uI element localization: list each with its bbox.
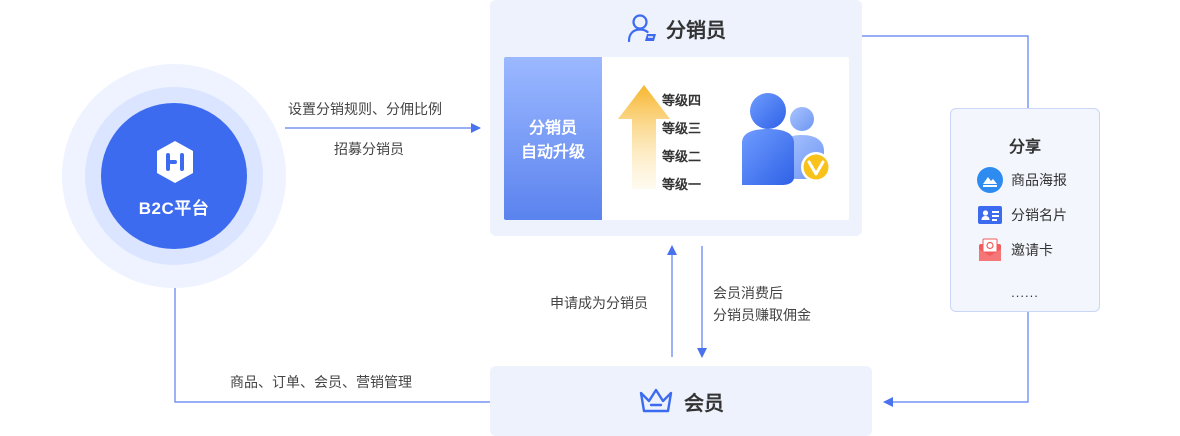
platform-logo-icon: [157, 141, 193, 183]
share-item-invite: 邀请卡: [977, 237, 1053, 263]
upgrade-arrow-icon: [618, 85, 670, 189]
crown-icon: [639, 388, 673, 413]
level-four: 等级四: [662, 93, 702, 108]
member-panel: 会员: [490, 366, 872, 436]
share-item-poster-label: 商品海报: [1011, 172, 1067, 188]
auto-upgrade-box: 分销员 自动升级: [504, 57, 602, 220]
b2c-platform-node: B2C平台: [101, 103, 247, 249]
share-item-card-label: 分销名片: [1011, 207, 1067, 223]
label-recruit: 招募分销员: [334, 141, 404, 157]
distributor-panel: 分销员 分销员 自动升级 等级四 等级三 等级二 等级一: [490, 0, 862, 236]
vip-users-illustration-icon: [742, 93, 831, 185]
share-panel: 分享 商品海报 分销名片 邀请卡 ......: [950, 108, 1100, 312]
share-item-invite-label: 邀请卡: [1011, 242, 1053, 258]
label-commission-line2: 分销员赚取佣金: [713, 307, 811, 323]
member-title: 会员: [684, 392, 724, 415]
card-icon: [978, 206, 1002, 224]
line-distributor-to-share: [862, 35, 1029, 108]
share-item-poster: 商品海报: [977, 167, 1067, 193]
distributor-upgrade-card: 分销员 自动升级 等级四 等级三 等级二 等级一: [504, 57, 849, 220]
level-one: 等级一: [662, 177, 702, 192]
member-header: 会员: [490, 383, 872, 419]
label-apply: 申请成为分销员: [550, 295, 648, 311]
share-item-card: 分销名片: [977, 202, 1067, 228]
auto-upgrade-line2: 自动升级: [520, 144, 585, 161]
level-two: 等级二: [662, 149, 702, 164]
label-manage: 商品、订单、会员、营销管理: [230, 374, 412, 390]
auto-upgrade-line1: 分销员: [528, 120, 577, 137]
platform-title: B2C平台: [138, 199, 210, 218]
poster-icon: [977, 167, 1003, 193]
distributor-header: 分销员: [490, 10, 862, 46]
distributor-user-icon: [627, 14, 656, 43]
share-more: ......: [1011, 285, 1039, 300]
invite-envelope-icon: [979, 238, 1001, 261]
level-three: 等级三: [662, 121, 702, 136]
label-commission-line1: 会员消费后: [713, 285, 783, 301]
arrow-share-to-member: [883, 312, 1029, 407]
distributor-title: 分销员: [666, 19, 726, 42]
share-title: 分享: [1008, 139, 1041, 156]
label-set-rules: 设置分销规则、分佣比例: [288, 101, 442, 117]
